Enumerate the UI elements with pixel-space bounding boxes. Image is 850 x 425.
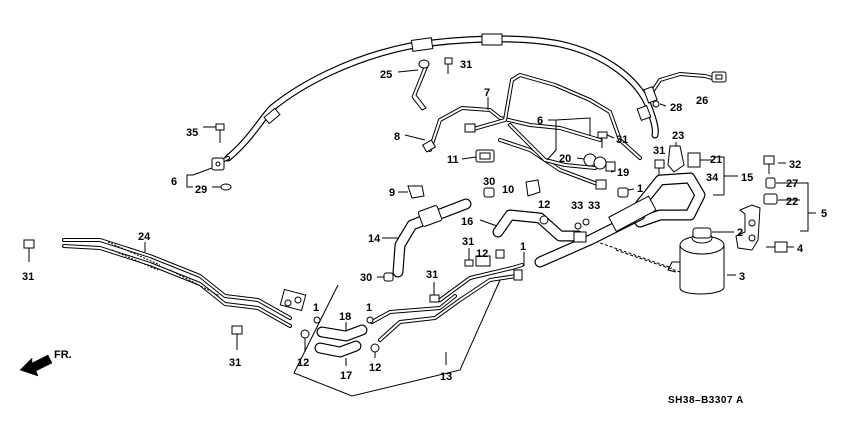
clamp-12c-icon — [300, 329, 310, 339]
reservoir-bracket-group — [735, 155, 816, 253]
callout-12: 12 — [538, 199, 550, 211]
callout-12-frame-a: 12 — [297, 357, 309, 369]
callout-8: 8 — [394, 131, 400, 143]
callout-26: 26 — [696, 95, 708, 107]
return-pipes-7-8 — [421, 73, 642, 190]
clamp-30-icon — [483, 187, 495, 198]
callout-35: 35 — [186, 127, 198, 139]
callout-31-bottom: 31 — [229, 357, 241, 369]
clamp-1d-icon — [366, 316, 374, 324]
callout-33: 33 — [571, 200, 583, 212]
callout-12-frame-b: 12 — [369, 362, 381, 374]
bolt-31-center-icon — [597, 131, 615, 148]
clamp-33-icon — [574, 222, 582, 230]
callout-15: 15 — [741, 172, 753, 184]
clamp-20-19-icon — [576, 153, 616, 173]
front-direction-arrow-icon — [19, 354, 53, 377]
callout-34: 34 — [706, 172, 719, 184]
callout-27: 27 — [786, 178, 798, 190]
callout-28: 28 — [670, 102, 682, 114]
reservoir-3 — [667, 227, 736, 295]
callout-labels: 35 6 29 25 31 7 8 6 11 31 20 19 23 31 21… — [22, 59, 827, 383]
callout-13: 13 — [440, 371, 452, 383]
callout-1-lower: 1 — [520, 241, 526, 253]
callout-31-left: 31 — [22, 271, 34, 283]
bolt-31-left-icon — [23, 239, 35, 262]
callout-11: 11 — [447, 154, 459, 166]
bracket-25 — [397, 59, 430, 111]
callout-16: 16 — [461, 216, 473, 228]
callout-9: 9 — [389, 187, 395, 199]
callout-10: 10 — [502, 184, 514, 196]
callout-31-lower2: 31 — [426, 269, 438, 281]
front-label: FR. — [54, 349, 72, 361]
callout-18: 18 — [339, 311, 351, 323]
callout-25: 25 — [380, 69, 392, 81]
steering-rack-24 — [62, 238, 307, 328]
clip-9-icon — [398, 185, 425, 199]
clamp-12d-icon — [370, 343, 380, 353]
clamp-11-icon — [461, 149, 495, 163]
bracket-23 — [667, 142, 685, 173]
callout-5: 5 — [821, 208, 827, 220]
callout-21: 21 — [710, 154, 722, 166]
bolt-31-icon — [444, 57, 453, 74]
callout-1-frame-b: 1 — [366, 302, 372, 314]
callout-33-b: 33 — [588, 200, 600, 212]
return-line-13 — [370, 249, 524, 342]
callout-6: 6 — [171, 176, 177, 188]
callout-24: 24 — [138, 231, 151, 243]
callout-14: 14 — [368, 233, 381, 245]
bolt-35-icon — [203, 123, 225, 143]
callout-30: 30 — [483, 176, 495, 188]
callout-32: 32 — [789, 159, 801, 171]
callout-20: 20 — [559, 153, 571, 165]
callout-31: 31 — [460, 59, 472, 71]
bushing-22-icon — [763, 193, 778, 205]
clamp-1c-icon — [313, 316, 321, 324]
clamp-12-icon — [539, 215, 549, 225]
grommet-27-icon — [765, 177, 776, 189]
bolt-31-lower-icon — [464, 248, 474, 267]
callout-31-lower: 31 — [462, 236, 474, 248]
callout-17: 17 — [340, 370, 352, 382]
hose-18 — [316, 324, 368, 342]
callout-19: 19 — [617, 167, 629, 179]
callout-6-mid: 6 — [537, 115, 543, 127]
callout-4: 4 — [797, 243, 804, 255]
bolt-31-bottom-icon — [231, 325, 243, 350]
bolt-31-right-icon — [654, 159, 665, 176]
callout-30-lower: 30 — [360, 272, 372, 284]
bolt-4-icon — [774, 241, 788, 253]
callout-31-right: 31 — [653, 145, 665, 157]
clamp-30b-icon — [383, 272, 394, 282]
clip-21-icon — [687, 152, 714, 168]
callout-29: 29 — [195, 184, 207, 196]
callout-2: 2 — [737, 227, 743, 239]
callout-12-lower: 12 — [476, 248, 488, 260]
callout-1: 1 — [637, 183, 643, 195]
hose-17 — [314, 340, 362, 358]
callout-23: 23 — [672, 130, 684, 142]
bolt-31-lower2-icon — [429, 282, 440, 303]
hose-14 — [392, 198, 472, 278]
pressure-switch-26 — [643, 71, 727, 108]
callout-1-frame-a: 1 — [313, 302, 319, 314]
oil-cooler-pipe — [534, 172, 706, 268]
callout-22: 22 — [786, 196, 798, 208]
clamp-10-icon — [525, 179, 541, 197]
clamp-1-icon — [617, 187, 629, 198]
washer-29-icon — [220, 183, 232, 191]
diagram-code: SH38–B3307 A — [668, 395, 744, 406]
callout-31-center: 31 — [616, 134, 628, 146]
bolt-32-icon — [763, 155, 775, 165]
callout-7: 7 — [484, 87, 490, 99]
high-pressure-hose — [211, 33, 659, 171]
callout-3: 3 — [739, 271, 745, 283]
